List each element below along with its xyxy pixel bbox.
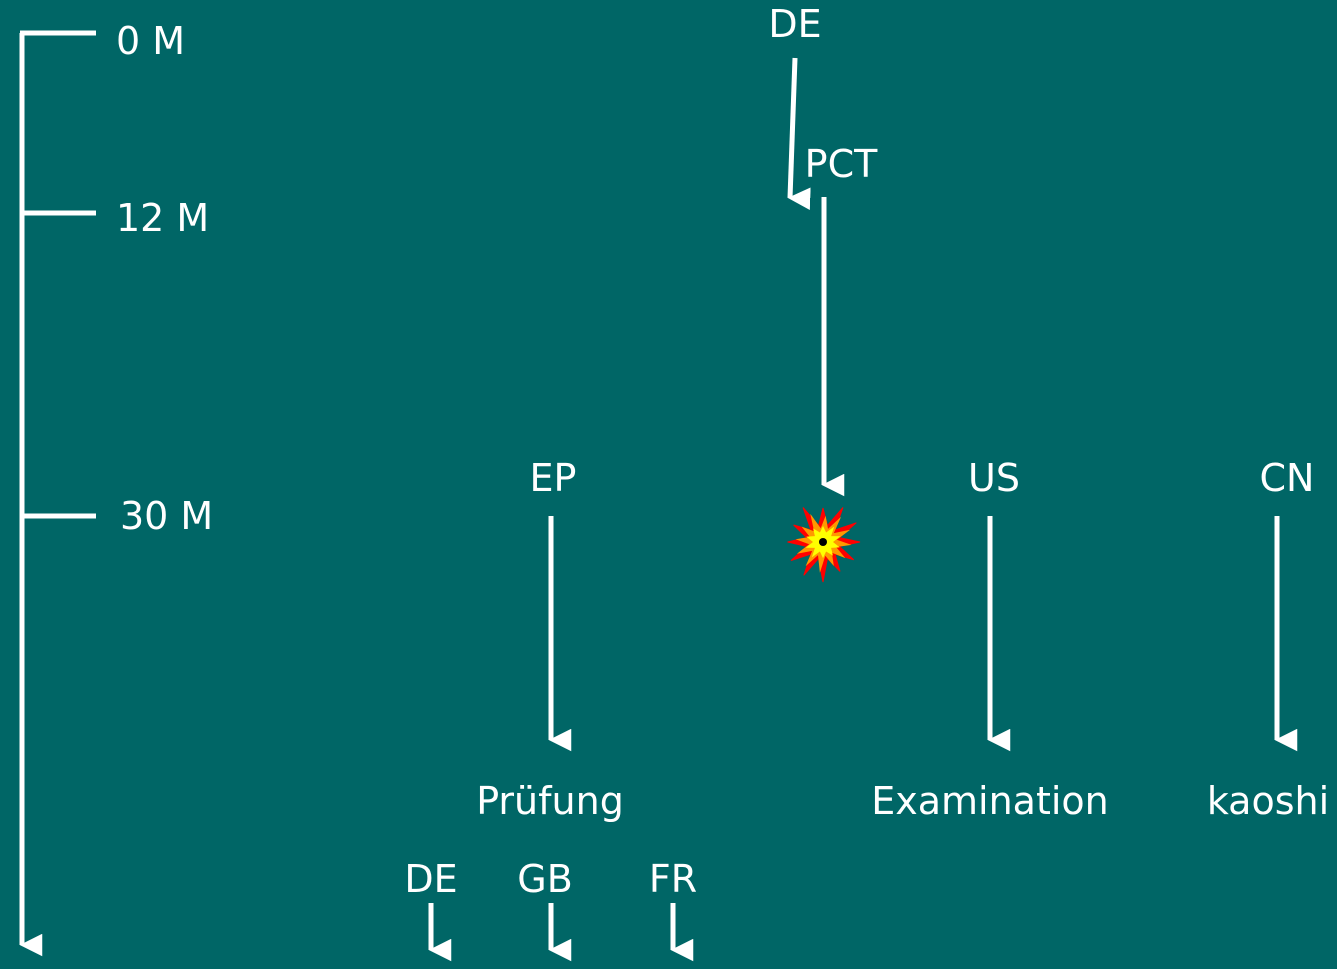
examination-label-ep: Prüfung bbox=[476, 779, 624, 823]
regional-label-us: US bbox=[968, 456, 1020, 500]
first-filing-label: DE bbox=[768, 2, 822, 46]
validation-label-gb: GB bbox=[517, 857, 573, 901]
regional-label-ep: EP bbox=[529, 456, 577, 500]
examination-label-us: Examination bbox=[871, 779, 1109, 823]
tick-label-0m: 0 M bbox=[116, 19, 186, 63]
tick-label-12m: 12 M bbox=[116, 196, 210, 240]
timeline-axis bbox=[19, 30, 96, 957]
burst-center-dot bbox=[819, 538, 827, 546]
regional-label-cn: CN bbox=[1259, 456, 1315, 500]
pct-label: PCT bbox=[804, 142, 878, 186]
explosion-icon bbox=[787, 507, 861, 583]
validation-label-de: DE bbox=[404, 857, 458, 901]
tick-label-30m: 30 M bbox=[120, 494, 214, 538]
validation-label-fr: FR bbox=[648, 857, 698, 901]
examination-label-cn: kaoshi bbox=[1206, 779, 1330, 823]
arrow-de-to-pct bbox=[787, 57, 811, 210]
